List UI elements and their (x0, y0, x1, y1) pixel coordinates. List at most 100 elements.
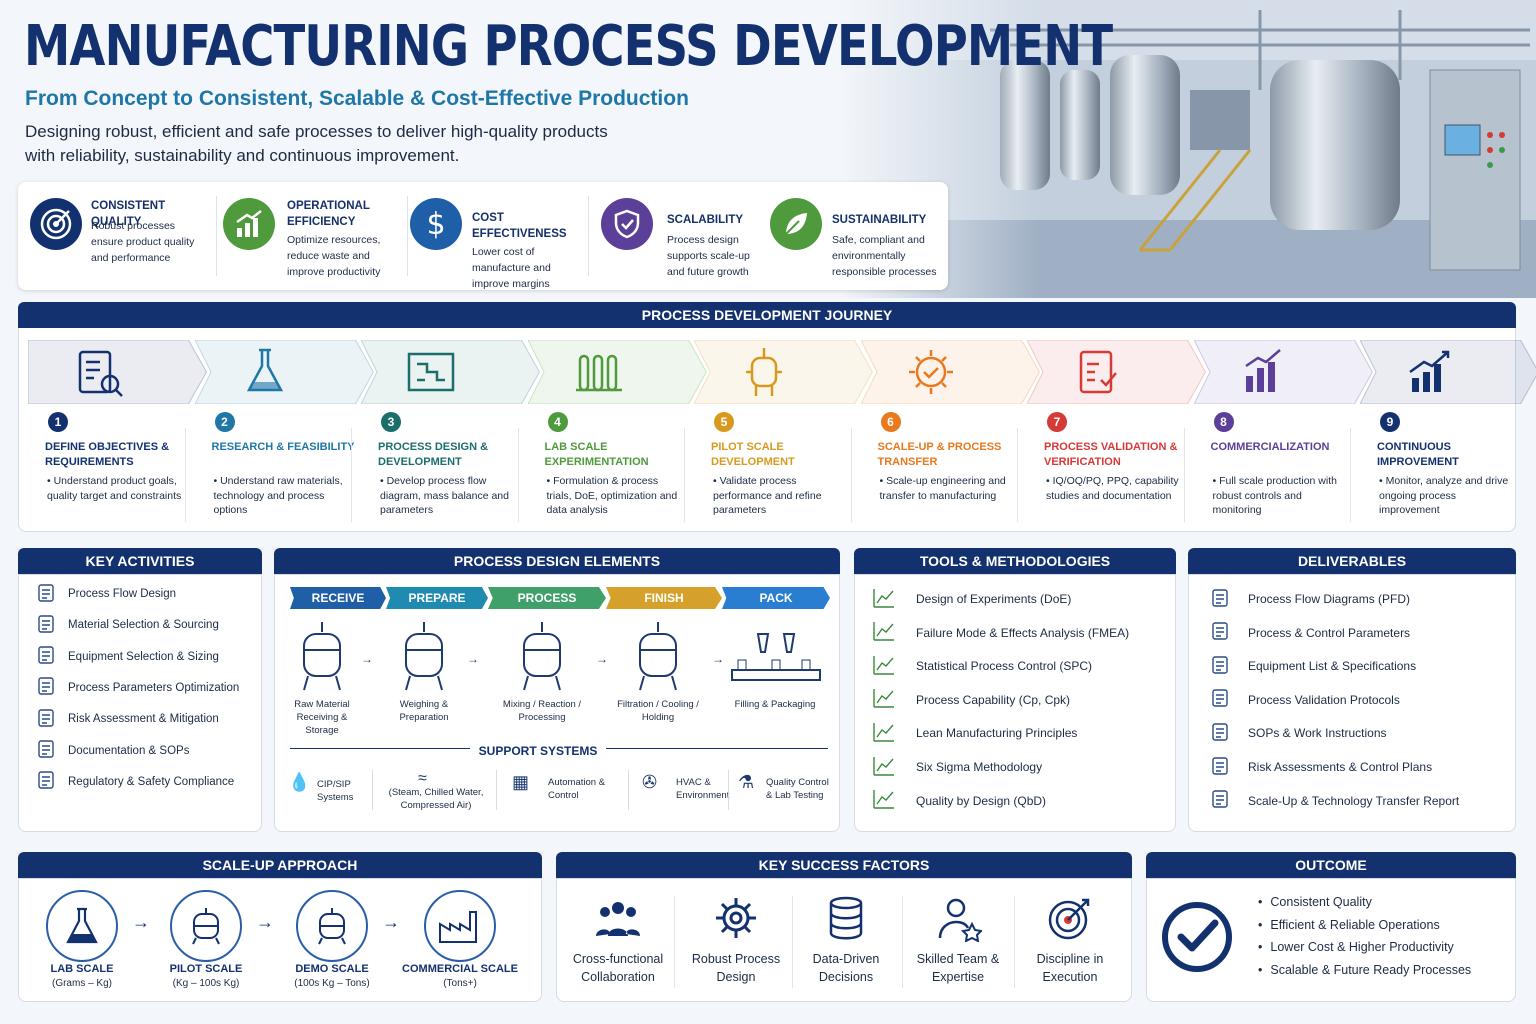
tool-label: Failure Mode & Effects Analysis (FMEA) (916, 625, 1130, 640)
tool-item: Lean Manufacturing Principles (872, 722, 1077, 744)
step-number: 6 (880, 412, 901, 432)
arrow-icon: → (361, 652, 373, 666)
parameters-icon (1210, 621, 1230, 644)
step-title: PROCESS DESIGN & DEVELOPMENT (378, 441, 489, 468)
equipment-label: Filtration / Cooling / Holding (617, 699, 699, 723)
reactor-icon (736, 344, 792, 400)
expert-star-icon (934, 894, 984, 943)
equipment-list-icon (1210, 655, 1230, 678)
document-icon (36, 739, 56, 762)
step-text: • Validate process performance and refin… (713, 475, 822, 516)
step-title: RESEARCH & FEASIBILITY (211, 441, 355, 453)
equipment-label: Mixing / Reaction / Processing (502, 699, 582, 723)
stage-tab: RECEIVE (290, 587, 386, 609)
scale-range: (100s Kg – Tons) (294, 978, 370, 989)
tool-label: Process Capability (Cp, Cpk) (916, 692, 1071, 707)
checklist-search-icon (70, 344, 126, 400)
step-chevron (361, 340, 542, 404)
page-description: Designing robust, efficient and safe pro… (25, 122, 608, 165)
divider (1017, 428, 1018, 522)
qbd-icon (872, 788, 896, 813)
shield-check-icon (601, 198, 653, 250)
tool-item: Six Sigma Methodology (872, 756, 1042, 778)
arrow-icon: → (596, 652, 608, 666)
capability-icon (872, 687, 896, 712)
vessel-icon (516, 620, 568, 692)
checkmark-icon (1162, 902, 1232, 972)
outcome-item: •Efficient & Reliable Operations (1258, 918, 1440, 932)
key-activities-panel (18, 574, 262, 832)
benefit-text: Safe, compliant and environmentally resp… (832, 234, 937, 278)
activity-label: Regulatory & Safety Compliance (68, 775, 235, 788)
benefit-title: SUSTAINABILITY (832, 214, 927, 226)
step-title: DEFINE OBJECTIVES & REQUIREMENTS (45, 441, 170, 468)
growth-chart-icon (1402, 344, 1458, 400)
benefit-text: Lower cost of manufacture and improve ma… (472, 246, 551, 290)
tools-panel (854, 574, 1176, 832)
benefit-text: Robust processes ensure product quality … (91, 220, 195, 264)
deliverables-panel (1188, 574, 1516, 832)
blueprint-icon (403, 344, 459, 400)
divider (1014, 896, 1015, 988)
fan-icon: ✇ (642, 772, 658, 792)
scale-title: PILOT SCALE (169, 963, 243, 975)
deliverable-label: Process & Control Parameters (1248, 625, 1411, 640)
waves-icon: ≈ (418, 770, 427, 787)
deliverable-label: Equipment List & Specifications (1248, 659, 1417, 674)
deliverable-label: Process Validation Protocols (1248, 692, 1400, 707)
benefit-title: CONSISTENT QUALITY (91, 200, 166, 228)
activity-item: Regulatory & Safety Compliance (36, 771, 235, 792)
outcome-label: Scalable & Future Ready Processes (1270, 962, 1472, 977)
tool-label: Design of Experiments (DoE) (916, 592, 1072, 606)
risk-plan-icon (1210, 756, 1230, 779)
step-number: 7 (1047, 412, 1067, 432)
equipment-label: Weighing & Preparation (399, 699, 449, 723)
deliverable-label: SOPs & Work Instructions (1248, 726, 1387, 741)
growth-chart-icon (223, 198, 275, 250)
divider (684, 428, 685, 522)
arrow-icon: → (132, 912, 150, 932)
benefit-consistent-quality: CONSISTENT QUALITY Robust processes ensu… (30, 194, 210, 280)
benefit-cost-effectiveness: $ COST EFFECTIVENESS Lower cost of manuf… (410, 194, 590, 290)
activity-label: Equipment Selection & Sizing (68, 650, 219, 663)
tool-label: Statistical Process Control (SPC) (916, 659, 1093, 674)
activity-label: Material Selection & Sourcing (68, 619, 219, 632)
activity-item: Risk Assessment & Mitigation (36, 708, 219, 731)
bullet-icon: • (1258, 917, 1263, 932)
equipment-icon (36, 645, 56, 668)
report-icon (1210, 789, 1230, 812)
arrow-icon: → (467, 652, 479, 666)
success-banner: KEY SUCCESS FACTORS (556, 852, 1132, 878)
success-label: Skilled Team & Expertise (916, 952, 1000, 984)
gear-icon (36, 676, 56, 699)
step-chevron (1360, 340, 1536, 404)
bullet-icon: • (1258, 940, 1263, 954)
deliverable-item: SOPs & Work Instructions (1210, 722, 1387, 744)
step-number: 5 (714, 412, 734, 432)
flow-diagram-icon (36, 583, 56, 606)
step-text: • Understand product goals, quality targ… (47, 475, 182, 502)
tool-label: Lean Manufacturing Principles (916, 726, 1078, 741)
deliverable-label: Process Flow Diagrams (PFD) (1248, 592, 1411, 606)
step-number: 2 (214, 412, 235, 432)
activity-label: Process Flow Design (68, 588, 177, 600)
divider (1183, 428, 1185, 522)
risk-icon (36, 708, 56, 731)
step-text: • IQ/OQ/PQ, PPQ, capability studies and … (1046, 475, 1179, 502)
benefit-sustainability: SUSTAINABILITY Safe, compliant and envir… (770, 194, 945, 280)
step-title: LAB SCALE EXPERIMENTATION (544, 441, 649, 468)
scale-range: (Grams – Kg) (51, 978, 112, 989)
tools-banner: TOOLS & METHODOLOGIES (854, 548, 1176, 574)
outcome-label: Lower Cost & Higher Productivity (1270, 940, 1454, 954)
divider (606, 748, 828, 749)
process-design-banner: PROCESS DESIGN ELEMENTS (274, 548, 840, 574)
benefit-operational-efficiency: OPERATIONAL EFFICIENCY Optimize resource… (223, 194, 403, 280)
benefit-text: Optimize resources, reduce waste and imp… (287, 234, 381, 278)
arrow-icon: → (382, 912, 400, 932)
outcome-banner: OUTCOME (1146, 852, 1516, 878)
divider (216, 196, 217, 276)
fmea-icon (872, 620, 896, 645)
material-icon (36, 614, 56, 637)
demo-plant-icon (296, 890, 368, 962)
step-chevron (194, 340, 376, 404)
